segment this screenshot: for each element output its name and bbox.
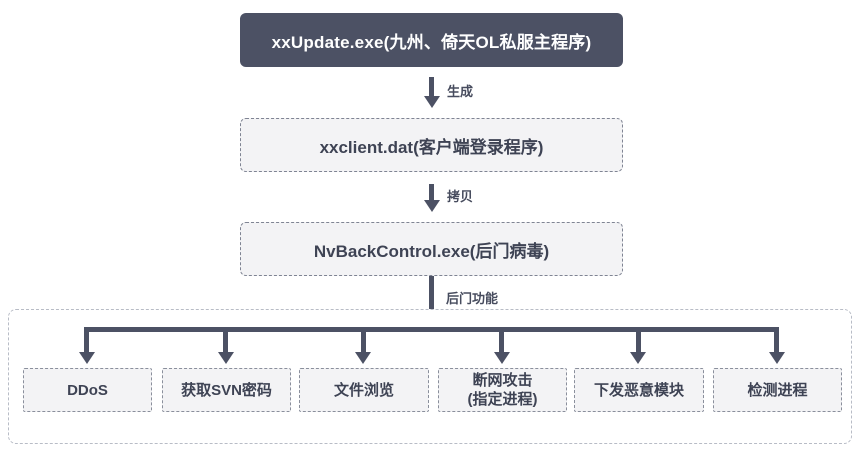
node-detect-process-label: 检测进程	[747, 381, 808, 399]
down-arrow-icon	[79, 352, 95, 364]
down-arrow-icon	[223, 327, 228, 353]
edge-label-copy: 拷贝	[447, 189, 474, 204]
down-arrow-icon	[429, 77, 434, 97]
node-deliver-malicious-module-label: 下发恶意模块	[593, 381, 684, 399]
down-arrow-icon	[429, 184, 434, 201]
node-detect-process: 检测进程	[713, 368, 842, 412]
node-xxupdate: xxUpdate.exe(九州、倚天OL私服主程序)	[240, 13, 623, 67]
node-network-cut-attack: 断网攻击 (指定进程)	[438, 368, 567, 412]
node-file-browse: 文件浏览	[299, 368, 429, 412]
node-deliver-malicious-module: 下发恶意模块	[574, 368, 704, 412]
down-arrow-icon	[361, 327, 366, 353]
node-network-cut-attack-label: 断网攻击	[472, 372, 533, 389]
down-arrow-icon	[355, 352, 371, 364]
node-network-cut-attack-sublabel: (指定进程)	[467, 391, 538, 408]
node-ddos-label: DDoS	[67, 381, 108, 399]
down-arrow-icon	[774, 327, 779, 353]
node-xxupdate-label: xxUpdate.exe(九州、倚天OL私服主程序)	[271, 32, 592, 52]
node-xxclient: xxclient.dat(客户端登录程序)	[240, 118, 623, 172]
down-arrow-icon	[630, 352, 646, 364]
node-file-browse-label: 文件浏览	[333, 381, 394, 399]
down-arrow-icon	[499, 327, 504, 353]
node-xxclient-label: xxclient.dat(客户端登录程序)	[319, 137, 544, 157]
connector-line	[429, 276, 434, 330]
down-arrow-icon	[636, 327, 641, 353]
down-arrow-icon	[218, 352, 234, 364]
node-nvbackcontrol: NvBackControl.exe(后门病毒)	[240, 222, 623, 276]
node-nvbackcontrol-label: NvBackControl.exe(后门病毒)	[313, 241, 550, 261]
down-arrow-icon	[494, 352, 510, 364]
node-get-svn-password: 获取SVN密码	[162, 368, 291, 412]
node-get-svn-password-label: 获取SVN密码	[181, 381, 272, 399]
distribution-line	[84, 327, 779, 332]
edge-label-backdoor-functions: 后门功能	[446, 291, 499, 306]
down-arrow-icon	[769, 352, 785, 364]
down-arrow-icon	[84, 327, 89, 353]
node-ddos: DDoS	[23, 368, 152, 412]
down-arrow-icon	[424, 200, 440, 212]
edge-label-generate: 生成	[447, 84, 474, 99]
down-arrow-icon	[424, 96, 440, 108]
